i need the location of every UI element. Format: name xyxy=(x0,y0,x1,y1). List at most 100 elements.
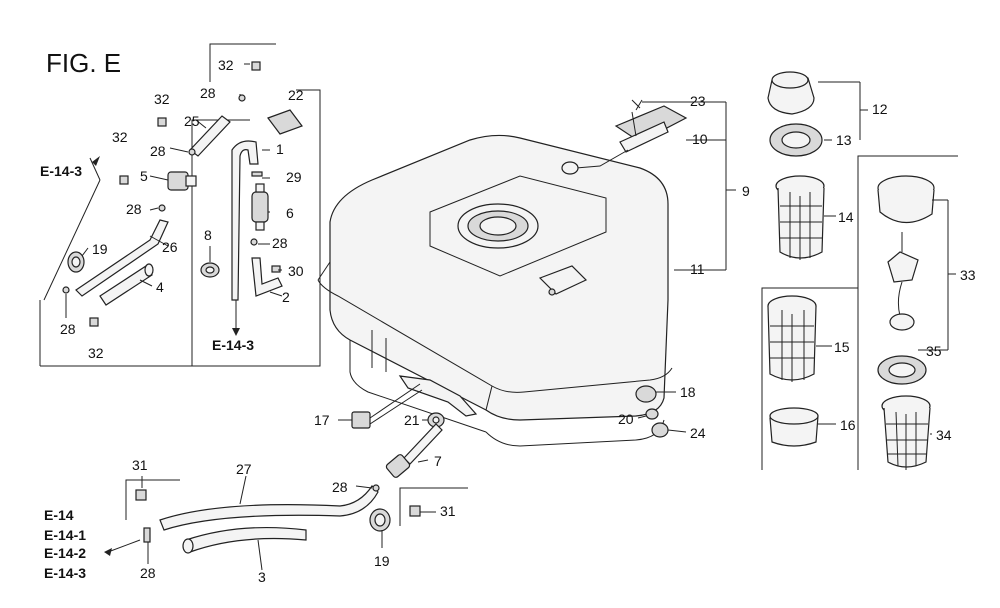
callout-34: 34 xyxy=(936,427,952,443)
callout-8: 8 xyxy=(204,227,212,243)
fuel-cap-33 xyxy=(877,175,935,331)
callout-24: 24 xyxy=(690,425,706,441)
band-22 xyxy=(267,109,303,135)
callout-32: 32 xyxy=(154,91,170,107)
callout-13: 13 xyxy=(836,132,852,148)
callout-28: 28 xyxy=(272,235,288,251)
ref-label: E-14 xyxy=(44,507,74,523)
clip-30 xyxy=(271,265,281,273)
reference-labels: E-14-3 E-14-3 E-14 E-14-1 E-14-2 E-14-3 xyxy=(40,156,254,581)
fuel-tank-11 xyxy=(317,134,673,447)
cushion-18 xyxy=(635,385,657,403)
callout-25: 25 xyxy=(184,113,200,129)
strainer-34 xyxy=(881,395,931,470)
callout-28: 28 xyxy=(200,85,216,101)
screw-23 xyxy=(631,111,637,137)
clip-28-a xyxy=(238,94,246,102)
clip-28-g xyxy=(143,527,151,543)
callout-5: 5 xyxy=(140,168,148,184)
clip-28-d xyxy=(250,238,258,246)
fuel-cock-5 xyxy=(167,171,197,191)
clip-32-a xyxy=(251,61,261,71)
callout-2: 2 xyxy=(282,289,290,305)
right-frames xyxy=(761,81,958,470)
callout-11: 11 xyxy=(690,261,705,277)
clip-28-c xyxy=(158,204,166,212)
hose-2 xyxy=(251,257,283,297)
washer-20 xyxy=(645,408,659,420)
gasket-13 xyxy=(769,123,823,157)
bottom-frames xyxy=(125,479,468,526)
ref-label: E-14-3 xyxy=(44,565,86,581)
callout-31: 31 xyxy=(440,503,456,519)
callout-21: 21 xyxy=(404,412,420,428)
clip-32-c xyxy=(119,175,129,185)
clip-8 xyxy=(200,262,220,278)
nut-24 xyxy=(651,422,669,438)
hose-3 xyxy=(182,526,307,554)
leaders-main xyxy=(107,101,736,571)
ref-label: E-14-3 xyxy=(212,337,254,353)
callout-32: 32 xyxy=(218,57,234,73)
holder-16 xyxy=(769,407,819,447)
callout-27: 27 xyxy=(236,461,252,477)
clip-31-b xyxy=(409,505,421,517)
callout-23: 23 xyxy=(690,93,706,109)
callout-32: 32 xyxy=(112,129,128,145)
callout-31: 31 xyxy=(132,457,148,473)
clip-28-b xyxy=(188,148,196,156)
clip-32-d xyxy=(89,317,99,327)
bolt-17 xyxy=(351,383,423,429)
left-assembly-frame xyxy=(39,43,321,367)
fuel-filter-6 xyxy=(251,183,269,231)
callout-20: 20 xyxy=(618,411,634,427)
fuel-hose-26 xyxy=(75,219,169,297)
strainer-14 xyxy=(775,175,825,260)
grommet-19-bottom xyxy=(369,508,391,532)
arrow-icon xyxy=(232,328,240,336)
hose-1 xyxy=(231,140,259,301)
callout-33: 33 xyxy=(960,267,976,283)
arrow-icon xyxy=(92,156,100,166)
callout-32: 32 xyxy=(88,345,104,361)
callout-labels: 32 32 32 32 28 28 28 28 28 28 28 25 22 1… xyxy=(60,57,976,585)
joint-7 xyxy=(385,423,443,478)
hose-25 xyxy=(189,115,231,157)
callout-15: 15 xyxy=(834,339,850,355)
callout-28: 28 xyxy=(140,565,156,581)
figure-title: FIG. E xyxy=(46,48,121,78)
ref-label: E-14-3 xyxy=(40,163,82,179)
ref-label: E-14-1 xyxy=(44,527,86,543)
callout-17: 17 xyxy=(314,412,330,428)
callout-28: 28 xyxy=(332,479,348,495)
callout-14: 14 xyxy=(838,209,854,225)
callout-28: 28 xyxy=(150,143,166,159)
callout-18: 18 xyxy=(680,384,696,400)
clip-32-b xyxy=(157,117,167,127)
callout-29: 29 xyxy=(286,169,302,185)
callout-22: 22 xyxy=(288,87,304,103)
gasket-35 xyxy=(877,355,927,385)
callout-4: 4 xyxy=(156,279,164,295)
callout-10: 10 xyxy=(692,131,708,147)
callout-9: 9 xyxy=(742,183,750,199)
hose-4 xyxy=(99,263,154,306)
callout-30: 30 xyxy=(288,263,304,279)
callout-1: 1 xyxy=(276,141,284,157)
ref-label: E-14-2 xyxy=(44,545,86,561)
callout-19: 19 xyxy=(374,553,390,569)
clip-31-a xyxy=(135,489,147,501)
fuel-hose-27 xyxy=(159,485,379,531)
clip-28-e xyxy=(62,286,70,294)
callout-19: 19 xyxy=(92,241,108,257)
callout-28: 28 xyxy=(126,201,142,217)
strainer-15 xyxy=(767,295,817,382)
clip-28-f xyxy=(372,484,380,492)
grommet-19-left xyxy=(67,251,85,273)
leaders-left xyxy=(43,63,283,328)
callout-16: 16 xyxy=(840,417,856,433)
fuel-cap-12 xyxy=(767,71,815,115)
callout-12: 12 xyxy=(872,101,888,117)
